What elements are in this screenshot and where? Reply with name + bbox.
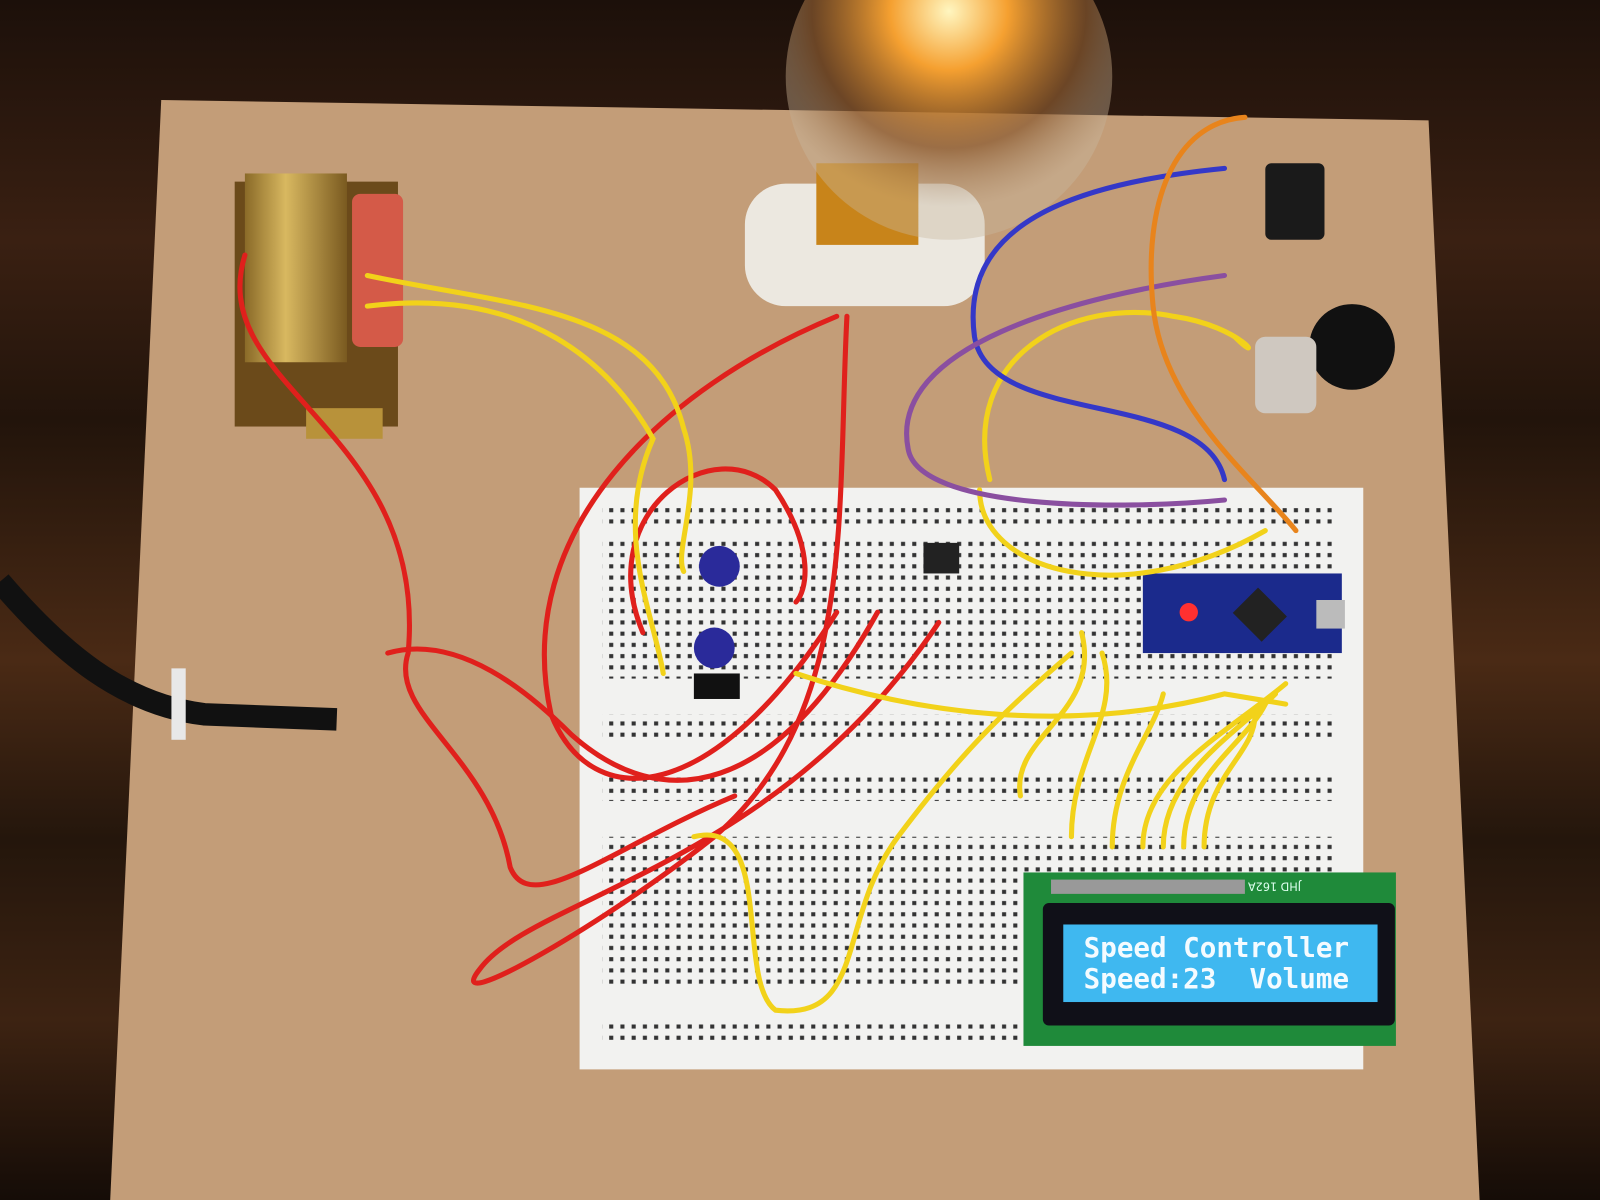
lcd-module: JHD 162A Speed Controller Speed:23 Volum… — [1023, 872, 1396, 1046]
lcd-line-1: Speed Controller — [1084, 932, 1349, 964]
push-button — [1265, 163, 1325, 240]
lcd-line-2: Speed:23 Volume — [1084, 963, 1349, 995]
cable-tie — [171, 668, 186, 740]
lcd-model-label: JHD 162A — [1248, 880, 1302, 893]
potentiometer-knob — [1309, 304, 1395, 390]
capacitor — [698, 545, 740, 587]
lcd-screen — [1063, 924, 1378, 1003]
light-bulb — [744, 0, 1113, 307]
capacitor — [693, 627, 735, 669]
arduino-nano — [1142, 573, 1345, 654]
triac — [923, 542, 960, 574]
regulator — [693, 673, 740, 699]
wires — [237, 114, 1299, 1014]
potentiometer — [1255, 336, 1317, 414]
